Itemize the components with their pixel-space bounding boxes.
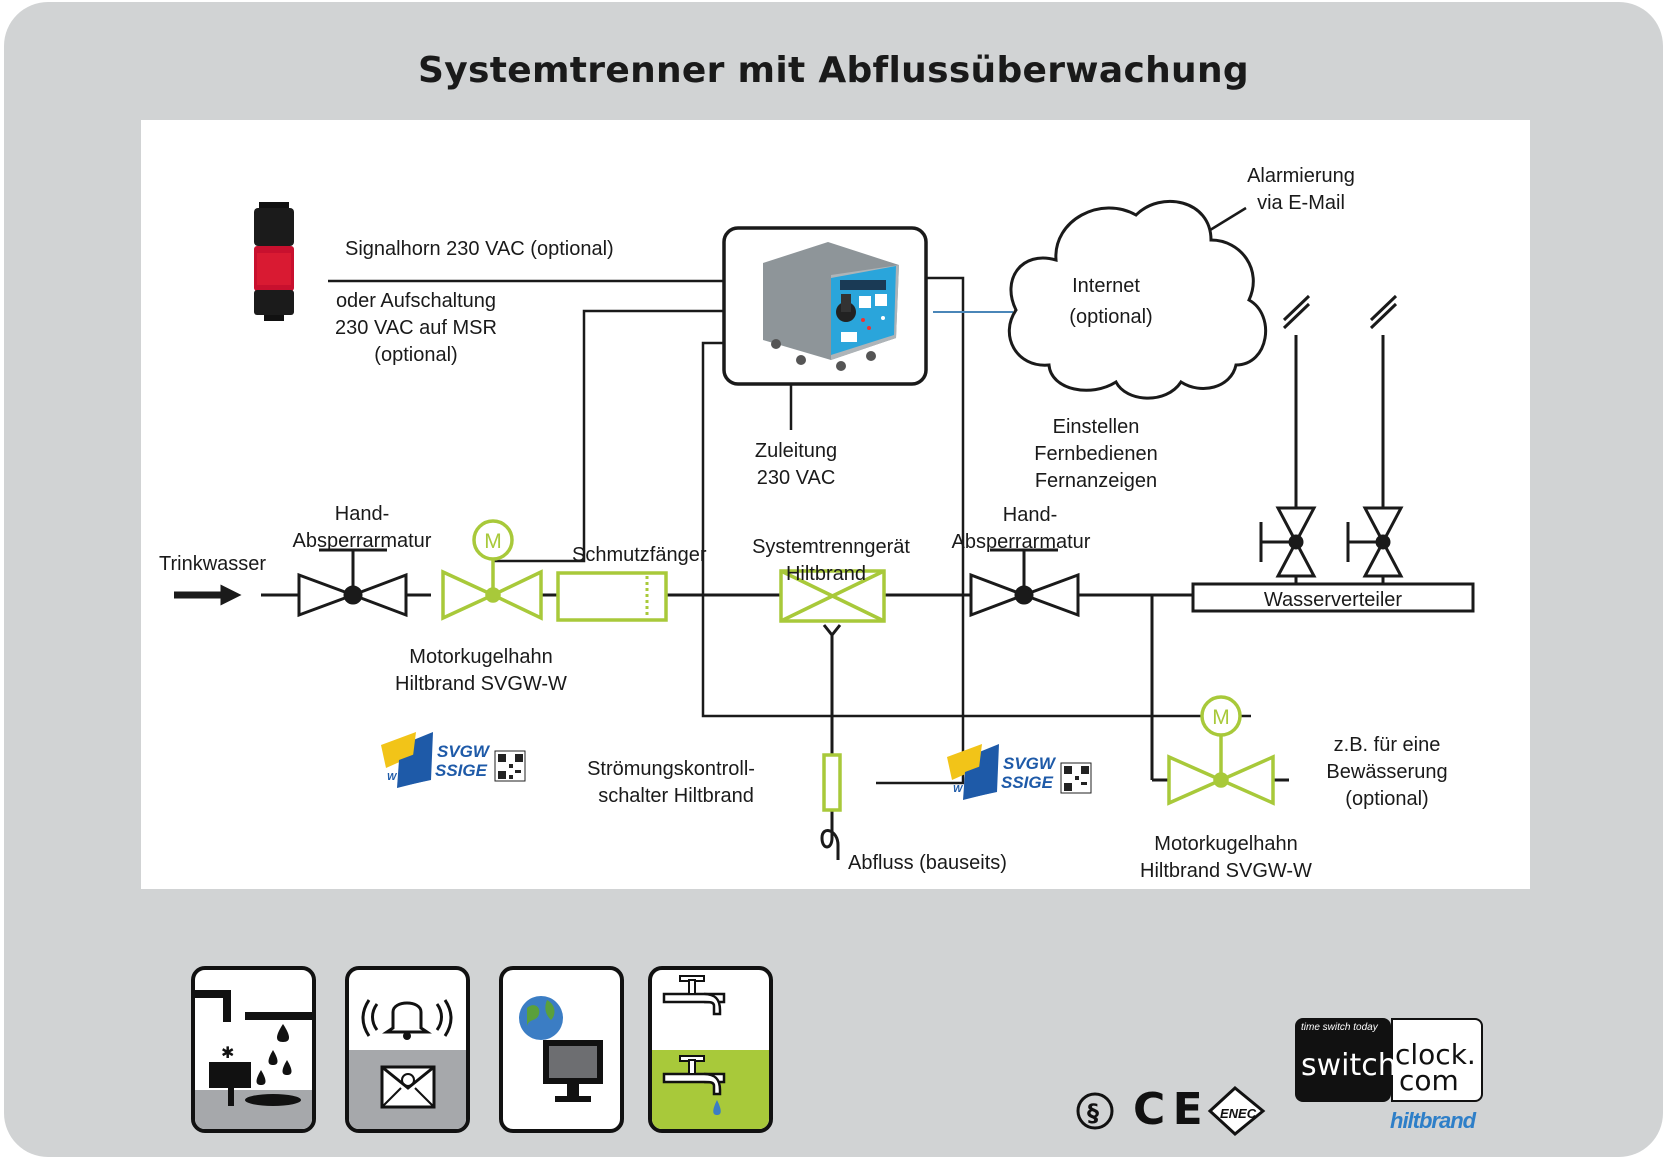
label-hand-absperr-2b: Absperrarmatur: [952, 531, 1091, 553]
label-bewaesserung-3: (optional): [1345, 788, 1428, 810]
label-einstellen-1: Einstellen: [1053, 416, 1140, 438]
label-motorkugelhahn-1a: Motorkugelhahn: [409, 646, 552, 668]
water-distributor: [1191, 582, 1475, 613]
label-internet-1: Internet: [1072, 275, 1140, 297]
label-aufschaltung-3: (optional): [374, 344, 457, 366]
alarm-email-icon: [345, 966, 470, 1133]
label-einstellen-3: Fernanzeigen: [1035, 470, 1157, 492]
hand-valve-2: [969, 548, 1080, 618]
control-wiring: [328, 276, 1251, 785]
internet-cloud-icon: [1007, 199, 1267, 400]
controller-unit: [722, 226, 928, 386]
label-hand-absperr-1a: Hand-: [335, 503, 389, 525]
svg-text:SVGW: SVGW: [437, 742, 491, 761]
svgw-logo-1: W SVGW SSIGE: [381, 732, 526, 788]
signal-horn-icon: [254, 202, 294, 321]
ce-mark: C E: [1133, 1084, 1200, 1135]
page-title: Systemtrenner mit Abflussüberwachung: [418, 50, 1249, 91]
label-aufschaltung-1: oder Aufschaltung: [336, 290, 496, 312]
label-trinkwasser: Trinkwasser: [159, 553, 266, 575]
switchclock-logo: time switch today switch clock. com: [1295, 1018, 1483, 1102]
water-pipe: [261, 593, 1289, 782]
label-stroemungskontroll-1: Strömungskontroll-: [587, 758, 755, 780]
distribution-branch-2: [1346, 294, 1404, 584]
label-motorkugelhahn-1b: Hiltbrand SVGW-W: [395, 673, 567, 695]
distribution-branch-1: [1259, 294, 1317, 584]
flow-switch: [822, 753, 842, 812]
hand-valve-1: [297, 548, 408, 618]
label-zuleitung-1: Zuleitung: [755, 440, 837, 462]
label-einstellen-2: Fernbedienen: [1034, 443, 1157, 465]
label-systemtrenngeraet-1: Systemtrenngerät: [752, 536, 910, 558]
dirt-trap: [556, 571, 668, 622]
label-schmutzfaenger: Schmutzfänger: [572, 544, 707, 566]
label-alarmierung-2: via E-Mail: [1257, 192, 1345, 214]
svg-text:✱: ✱: [221, 1043, 234, 1062]
motor-valve-2: [1167, 695, 1275, 806]
motor-symbol-1: M: [484, 530, 502, 553]
hiltbrand-logo: hiltbrand: [1390, 1108, 1476, 1133]
water-tap-icon: [648, 966, 773, 1133]
leak-detection-icon: ✱: [191, 966, 316, 1133]
label-aufschaltung-2: 230 VAC auf MSR: [335, 317, 497, 339]
label-zuleitung-2: 230 VAC: [757, 467, 836, 489]
diagram-panel: Trinkwasser Signalhorn 230 VAC (optional…: [141, 120, 1530, 889]
label-bewaesserung-2: Bewässerung: [1326, 761, 1447, 783]
label-motorkugelhahn-2a: Motorkugelhahn: [1154, 833, 1297, 855]
internet-monitor-icon: [499, 966, 624, 1133]
label-hand-absperr-2a: Hand-: [1003, 504, 1057, 526]
svg-text:SSIGE: SSIGE: [435, 761, 488, 780]
label-alarmierung-1: Alarmierung: [1247, 165, 1355, 187]
motor-symbol-2: M: [1212, 706, 1230, 729]
label-stroemungskontroll-2: schalter Hiltbrand: [598, 785, 754, 807]
svg-text:SSIGE: SSIGE: [1001, 773, 1054, 792]
motor-valve-1: [441, 519, 543, 621]
label-hand-absperr-1b: Absperrarmatur: [293, 530, 432, 552]
drain-line: [820, 624, 842, 860]
svg-text:§: §: [1087, 1099, 1099, 1127]
system-separator: [779, 569, 886, 623]
svg-text:W: W: [953, 784, 964, 795]
label-motorkugelhahn-2b: Hiltbrand SVGW-W: [1140, 860, 1312, 882]
svg-text:ENEC: ENEC: [1220, 1106, 1257, 1121]
label-signalhorn: Signalhorn 230 VAC (optional): [345, 238, 614, 260]
certifications: § C E ENEC: [1076, 1084, 1266, 1136]
label-systemtrenngeraet-2: Hiltbrand: [786, 563, 866, 585]
label-bewaesserung-1: z.B. für eine: [1334, 734, 1441, 756]
s-plus-mark-icon: §: [1076, 1092, 1114, 1130]
label-internet-2: (optional): [1069, 306, 1152, 328]
enec-mark: ENEC: [1207, 1086, 1266, 1136]
label-abfluss: Abfluss (bauseits): [848, 852, 1007, 874]
diagram: Trinkwasser Signalhorn 230 VAC (optional…: [159, 165, 1475, 882]
svg-text:SVGW: SVGW: [1003, 754, 1057, 773]
label-wasserverteiler: Wasserverteiler: [1264, 589, 1403, 611]
svg-text:W: W: [387, 772, 398, 783]
svgw-logo-2: W SVGW SSIGE: [947, 744, 1092, 800]
